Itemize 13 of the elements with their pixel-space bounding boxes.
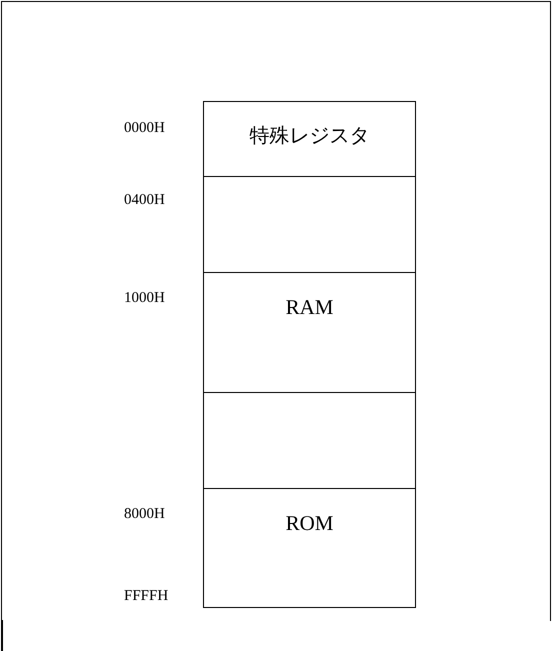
- address-label: 8000H: [124, 506, 165, 523]
- region-label: ROM: [286, 510, 334, 536]
- region-label: 特殊レジスタ: [250, 122, 370, 149]
- memory-region-box: [203, 101, 416, 177]
- address-label: 0400H: [124, 192, 165, 209]
- address-label: FFFFH: [124, 588, 168, 605]
- memory-region-box: [203, 176, 416, 273]
- memory-region-box: [203, 392, 416, 489]
- memory-region-box: [203, 272, 416, 393]
- address-label: 1000H: [124, 290, 165, 307]
- region-label: RAM: [286, 294, 334, 320]
- memory-region-box: [203, 488, 416, 608]
- address-label: 0000H: [124, 120, 165, 137]
